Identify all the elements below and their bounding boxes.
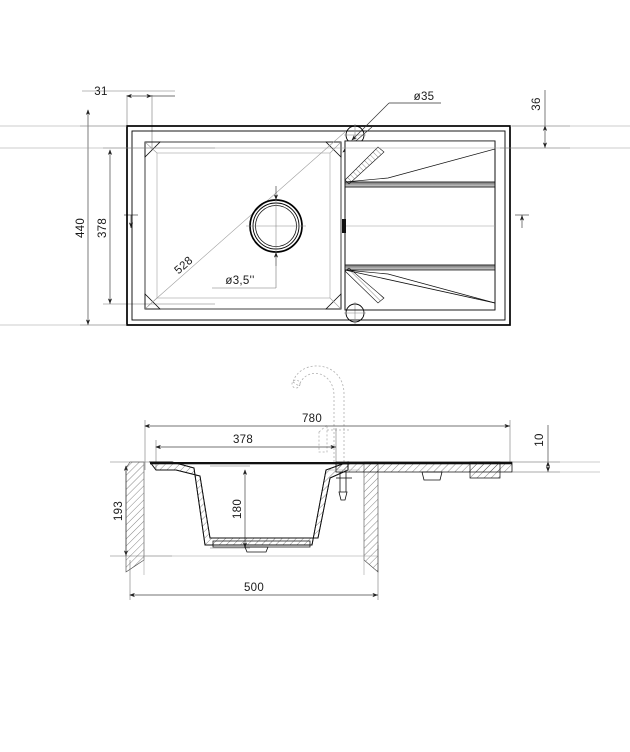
dim-378-section-label: 378 <box>233 434 253 446</box>
dim-500-label: 500 <box>244 582 264 594</box>
sink-outer-body <box>126 125 511 326</box>
bowl-section <box>144 461 378 557</box>
dim-31: 31 <box>94 86 175 99</box>
dim-780-label: 780 <box>302 413 322 425</box>
dim-780: 780 <box>144 413 510 429</box>
top-view: 31 440 378 36 <box>0 86 630 326</box>
callout-o35-inch: ø3,5'' <box>212 186 279 289</box>
dim-440-label: 440 <box>75 218 87 238</box>
dim-36: 36 <box>515 90 548 228</box>
dim-378-section: 378 <box>155 434 336 450</box>
dim-180-label: 180 <box>232 499 244 519</box>
dim-180: 180 <box>232 469 248 548</box>
dim-10-label: 10 <box>534 433 546 446</box>
dim-10: 10 <box>534 425 551 472</box>
dim-378-top-label: 378 <box>97 218 109 238</box>
drainboard-top <box>342 140 496 311</box>
section-view: 780 378 193 180 500 10 <box>110 365 600 600</box>
dim-500: 500 <box>129 582 378 598</box>
faucet-mount-detail <box>330 469 360 501</box>
callout-o35-label: ø35 <box>414 91 435 103</box>
tap-hole-lower <box>344 302 366 324</box>
callout-o35-inch-label: ø3,5'' <box>225 275 254 287</box>
dim-36-label: 36 <box>531 97 543 110</box>
worktop-section <box>335 461 600 481</box>
dim-440: 440 <box>75 109 91 325</box>
dim-193-label: 193 <box>113 501 125 521</box>
dim-31-label: 31 <box>94 86 107 98</box>
top-view-guides <box>0 125 630 326</box>
dim-378-top: 378 <box>97 149 138 304</box>
